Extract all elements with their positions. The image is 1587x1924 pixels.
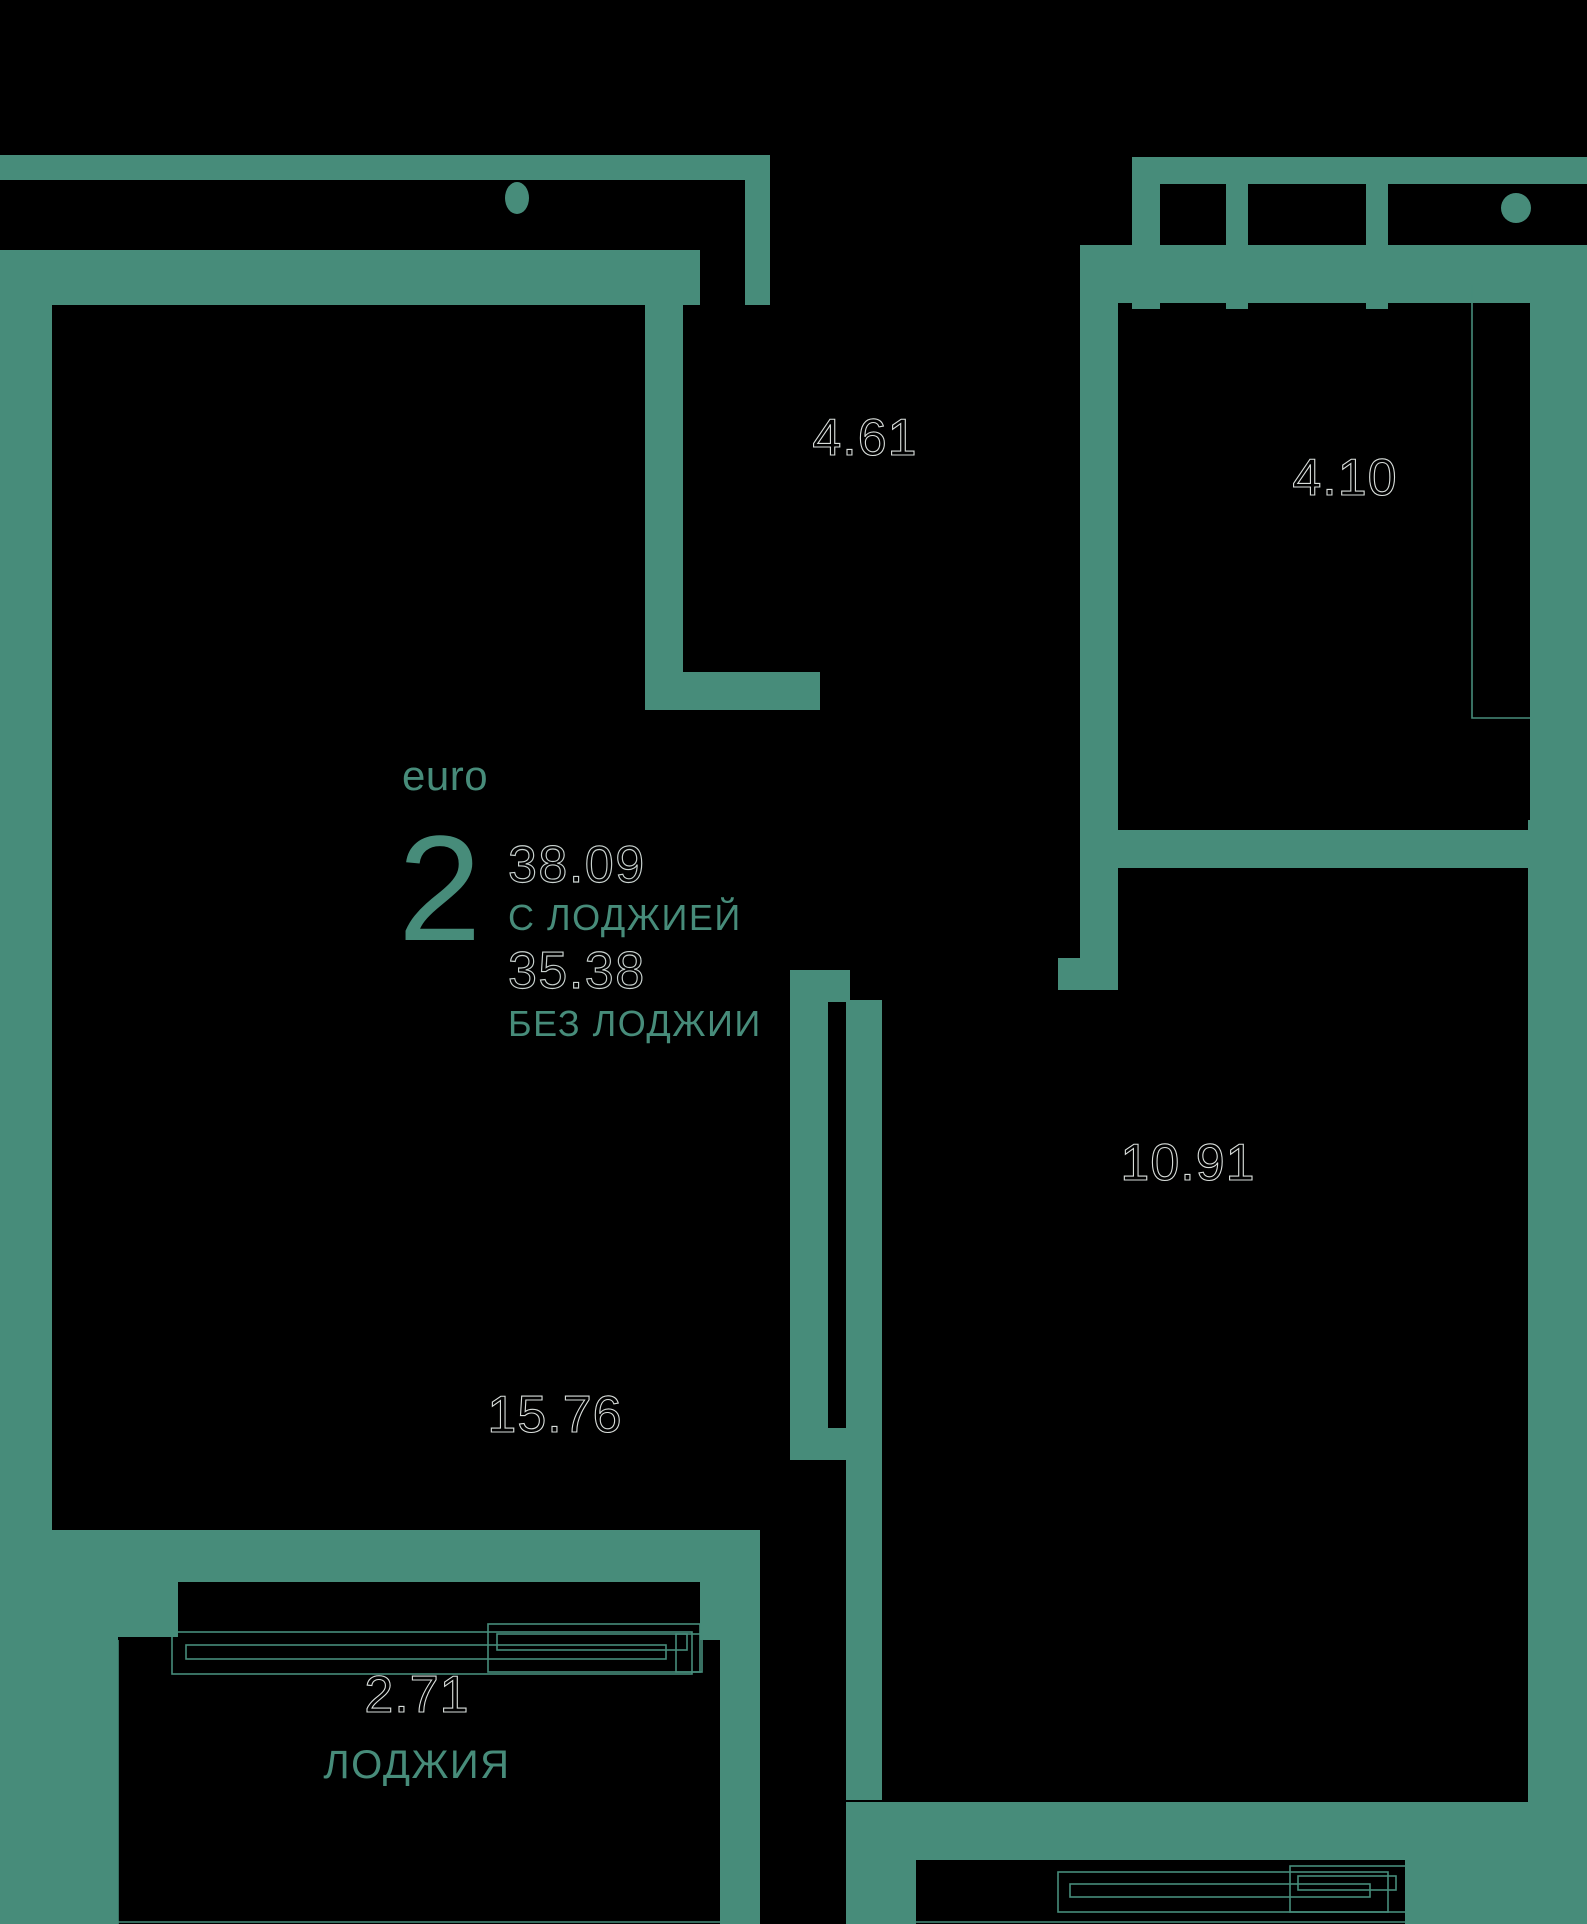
- balcony-door-r-frame-right: [1289, 1865, 1407, 1913]
- badge-caption-with-loggia: С ЛОДЖИЕЙ: [508, 896, 742, 938]
- wall-bedroom-bottom-left-return: [846, 1802, 916, 1924]
- balcony-door-frame-right: [487, 1623, 701, 1673]
- door-swing-arc: [1471, 285, 1534, 719]
- wall-right-exterior: [1530, 245, 1587, 865]
- room-caption-loggia: ЛОДЖИЯ: [323, 1743, 510, 1787]
- wall-loggia-left-sill: [0, 1582, 178, 1637]
- balcony-door-sash-right: [496, 1633, 688, 1651]
- wall-top-right-main: [1080, 245, 1587, 303]
- wall-hall-bottom-stub: [645, 672, 820, 710]
- wall-hall-right-partition-lower: [1080, 640, 1118, 970]
- wall-bedroom-left-stub: [1058, 958, 1118, 990]
- wall-left-exterior: [0, 250, 52, 1570]
- wall-loggia-right-side: [720, 1530, 760, 1924]
- wall-right-exterior-lower: [1528, 820, 1587, 1860]
- wall-top-left-window-jamb: [745, 155, 770, 305]
- balcony-door-r-frame-left: [1057, 1871, 1389, 1913]
- badge-area-with-loggia: 38.09: [508, 836, 646, 894]
- badge-area-without-loggia: 35.38: [508, 942, 646, 1000]
- balcony-door-r-sash-right: [1297, 1875, 1397, 1891]
- sliding-balcony-door-left[interactable]: [171, 1623, 703, 1675]
- balcony-door-end-stop: [675, 1633, 703, 1673]
- wall-top-left-lintel: [0, 155, 770, 180]
- wall-hall-right-partition: [1080, 245, 1118, 665]
- wall-group: [0, 155, 1587, 1924]
- wall-bathroom-bedroom-divider: [1100, 830, 1535, 868]
- window-handle-dot-right: [1501, 193, 1531, 223]
- badge-type-label: euro: [402, 752, 488, 799]
- room-area-hall: 4.61: [812, 409, 917, 467]
- wall-living-right-stub: [790, 970, 850, 1002]
- wall-top-left-main: [0, 250, 700, 305]
- room-area-bathroom: 4.10: [1292, 449, 1397, 507]
- room-area-bedroom: 10.91: [1120, 1134, 1255, 1192]
- wall-hall-left-partition: [645, 250, 683, 710]
- wall-top-right-lintel: [1132, 157, 1587, 184]
- balcony-door-frame-left: [171, 1631, 693, 1675]
- room-area-loggia: 2.71: [364, 1666, 469, 1724]
- wall-bedroom-bottom-right-return: [1405, 1802, 1587, 1924]
- wall-living-bottom: [0, 1530, 730, 1582]
- apartment-type-badge: euro 2 38.09 С ЛОДЖИЕЙ 35.38 БЕЗ ЛОДЖИИ: [398, 752, 762, 1044]
- badge-rooms-count: 2: [398, 804, 479, 972]
- badge-caption-without-loggia: БЕЗ ЛОДЖИИ: [508, 1003, 762, 1044]
- room-area-living-kitchen: 15.76: [487, 1386, 622, 1444]
- window-handle-dot-left: [505, 182, 529, 214]
- wall-bedroom-left-partition: [846, 1000, 882, 1800]
- wall-living-right-partition: [790, 970, 828, 1460]
- sliding-balcony-door-right[interactable]: [1057, 1865, 1407, 1913]
- balcony-door-sash-left: [185, 1644, 667, 1660]
